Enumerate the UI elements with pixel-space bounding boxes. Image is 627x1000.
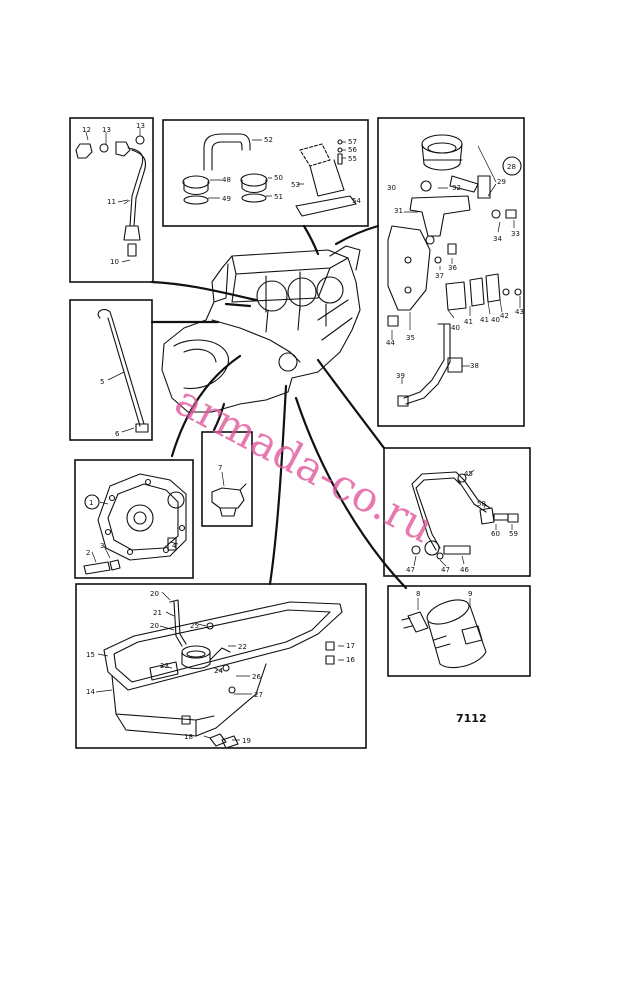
svg-text:35: 35 bbox=[406, 334, 415, 342]
svg-text:13: 13 bbox=[136, 122, 145, 130]
svg-text:14: 14 bbox=[86, 688, 95, 696]
svg-text:5: 5 bbox=[100, 378, 104, 386]
svg-text:15: 15 bbox=[86, 651, 95, 659]
svg-text:18: 18 bbox=[184, 733, 193, 741]
svg-text:24: 24 bbox=[214, 667, 223, 675]
svg-text:19: 19 bbox=[242, 737, 251, 745]
svg-text:1: 1 bbox=[89, 499, 93, 507]
svg-text:25: 25 bbox=[190, 622, 199, 630]
svg-text:31: 31 bbox=[394, 207, 403, 215]
svg-text:47: 47 bbox=[406, 566, 415, 574]
svg-text:2: 2 bbox=[86, 549, 90, 557]
timing-cover-panel bbox=[74, 459, 194, 579]
svg-text:57: 57 bbox=[348, 138, 357, 146]
dipstick-callouts: 5 6 bbox=[100, 378, 120, 438]
svg-text:42: 42 bbox=[500, 312, 509, 320]
svg-text:47: 47 bbox=[441, 566, 450, 574]
svg-text:55: 55 bbox=[348, 155, 357, 163]
svg-text:3: 3 bbox=[100, 542, 104, 550]
svg-text:50: 50 bbox=[274, 174, 283, 182]
svg-text:43: 43 bbox=[515, 308, 524, 316]
engine-block bbox=[161, 245, 361, 413]
dipstick-panel bbox=[69, 299, 153, 441]
svg-text:60: 60 bbox=[491, 530, 500, 538]
oil-filter-panel bbox=[387, 585, 531, 677]
svg-text:32: 32 bbox=[452, 184, 461, 192]
oil-pan-panel bbox=[75, 583, 367, 749]
svg-text:28: 28 bbox=[507, 163, 516, 171]
svg-text:10: 10 bbox=[110, 258, 119, 266]
svg-text:56: 56 bbox=[348, 146, 357, 154]
svg-text:7: 7 bbox=[218, 464, 222, 472]
figure-number: 7112 bbox=[456, 712, 487, 725]
svg-text:20: 20 bbox=[150, 590, 159, 598]
svg-text:17: 17 bbox=[346, 642, 355, 650]
svg-text:23: 23 bbox=[160, 662, 169, 670]
leader-curves bbox=[150, 224, 408, 590]
svg-text:59: 59 bbox=[509, 530, 518, 538]
svg-text:49: 49 bbox=[222, 195, 231, 203]
svg-text:58: 58 bbox=[477, 500, 486, 508]
svg-text:8: 8 bbox=[416, 590, 420, 598]
filler-cap-callouts: 52 57 56 55 48 49 50 51 53 54 bbox=[222, 136, 361, 205]
svg-text:4: 4 bbox=[172, 542, 177, 550]
svg-text:27: 27 bbox=[254, 691, 263, 699]
svg-text:11: 11 bbox=[107, 198, 116, 206]
svg-text:51: 51 bbox=[274, 193, 283, 201]
svg-text:41: 41 bbox=[464, 318, 473, 326]
svg-text:54: 54 bbox=[352, 197, 361, 205]
svg-text:37: 37 bbox=[435, 272, 444, 280]
svg-text:20: 20 bbox=[150, 622, 159, 630]
oil-filter-callouts: 8 9 bbox=[416, 590, 472, 598]
pressure-sender-panel bbox=[201, 431, 253, 527]
svg-text:33: 33 bbox=[511, 230, 520, 238]
svg-text:44: 44 bbox=[386, 339, 395, 347]
oil-pan-callouts: 20 21 20 25 22 15 23 24 26 27 14 17 16 1… bbox=[86, 590, 355, 745]
timing-cover-callouts: 1 2 3 4 bbox=[86, 499, 177, 557]
svg-text:39: 39 bbox=[396, 372, 405, 380]
breather-pipe-panel bbox=[69, 117, 154, 283]
oil-pipe-callouts: 45 58 60 59 47 47 46 bbox=[406, 470, 518, 574]
svg-text:26: 26 bbox=[252, 673, 261, 681]
oil-pipe-panel bbox=[383, 447, 531, 577]
svg-text:38: 38 bbox=[470, 362, 479, 370]
svg-text:34: 34 bbox=[493, 235, 502, 243]
svg-text:30: 30 bbox=[387, 184, 396, 192]
svg-text:53: 53 bbox=[291, 181, 300, 189]
pressure-sender-callouts: 7 bbox=[218, 464, 222, 472]
svg-text:40: 40 bbox=[451, 324, 460, 332]
filler-cap-panel bbox=[162, 119, 369, 227]
svg-text:16: 16 bbox=[346, 656, 355, 664]
svg-text:22: 22 bbox=[238, 643, 247, 651]
svg-text:13: 13 bbox=[102, 126, 111, 134]
svg-text:40: 40 bbox=[491, 316, 500, 324]
breather-pipe-callouts: 12 13 13 11 10 bbox=[82, 122, 145, 266]
svg-text:46: 46 bbox=[460, 566, 469, 574]
oil-pressure-gauge-panel bbox=[377, 117, 525, 427]
svg-text:48: 48 bbox=[222, 176, 231, 184]
svg-text:12: 12 bbox=[82, 126, 91, 134]
svg-text:52: 52 bbox=[264, 136, 273, 144]
svg-text:29: 29 bbox=[497, 178, 506, 186]
svg-text:9: 9 bbox=[468, 590, 472, 598]
svg-text:36: 36 bbox=[448, 264, 457, 272]
svg-text:21: 21 bbox=[153, 609, 162, 617]
oil-pressure-gauge-callouts: 28 30 32 29 31 34 33 36 37 41 41 40 42 4… bbox=[386, 163, 524, 380]
svg-text:6: 6 bbox=[115, 430, 120, 438]
svg-text:41: 41 bbox=[480, 316, 489, 324]
svg-text:45: 45 bbox=[464, 470, 473, 478]
